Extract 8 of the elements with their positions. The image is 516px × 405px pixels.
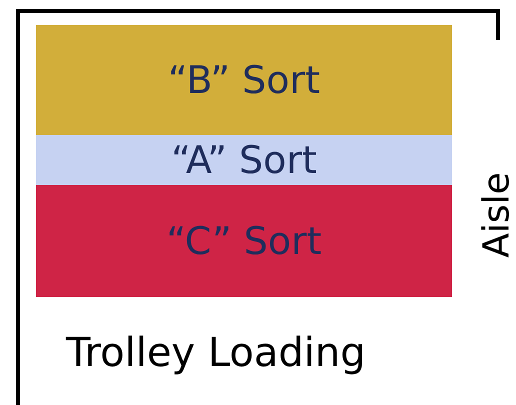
aisle-label: Aisle [476, 172, 516, 258]
sort-zone [36, 135, 452, 185]
zone-label: “A” Sort [171, 138, 317, 182]
sort-zone [36, 185, 452, 297]
zone-label: “B” Sort [168, 58, 320, 102]
zone-label: “C” Sort [166, 219, 322, 263]
sort-zone [36, 25, 452, 135]
area-label: Trolley Loading [66, 330, 366, 376]
